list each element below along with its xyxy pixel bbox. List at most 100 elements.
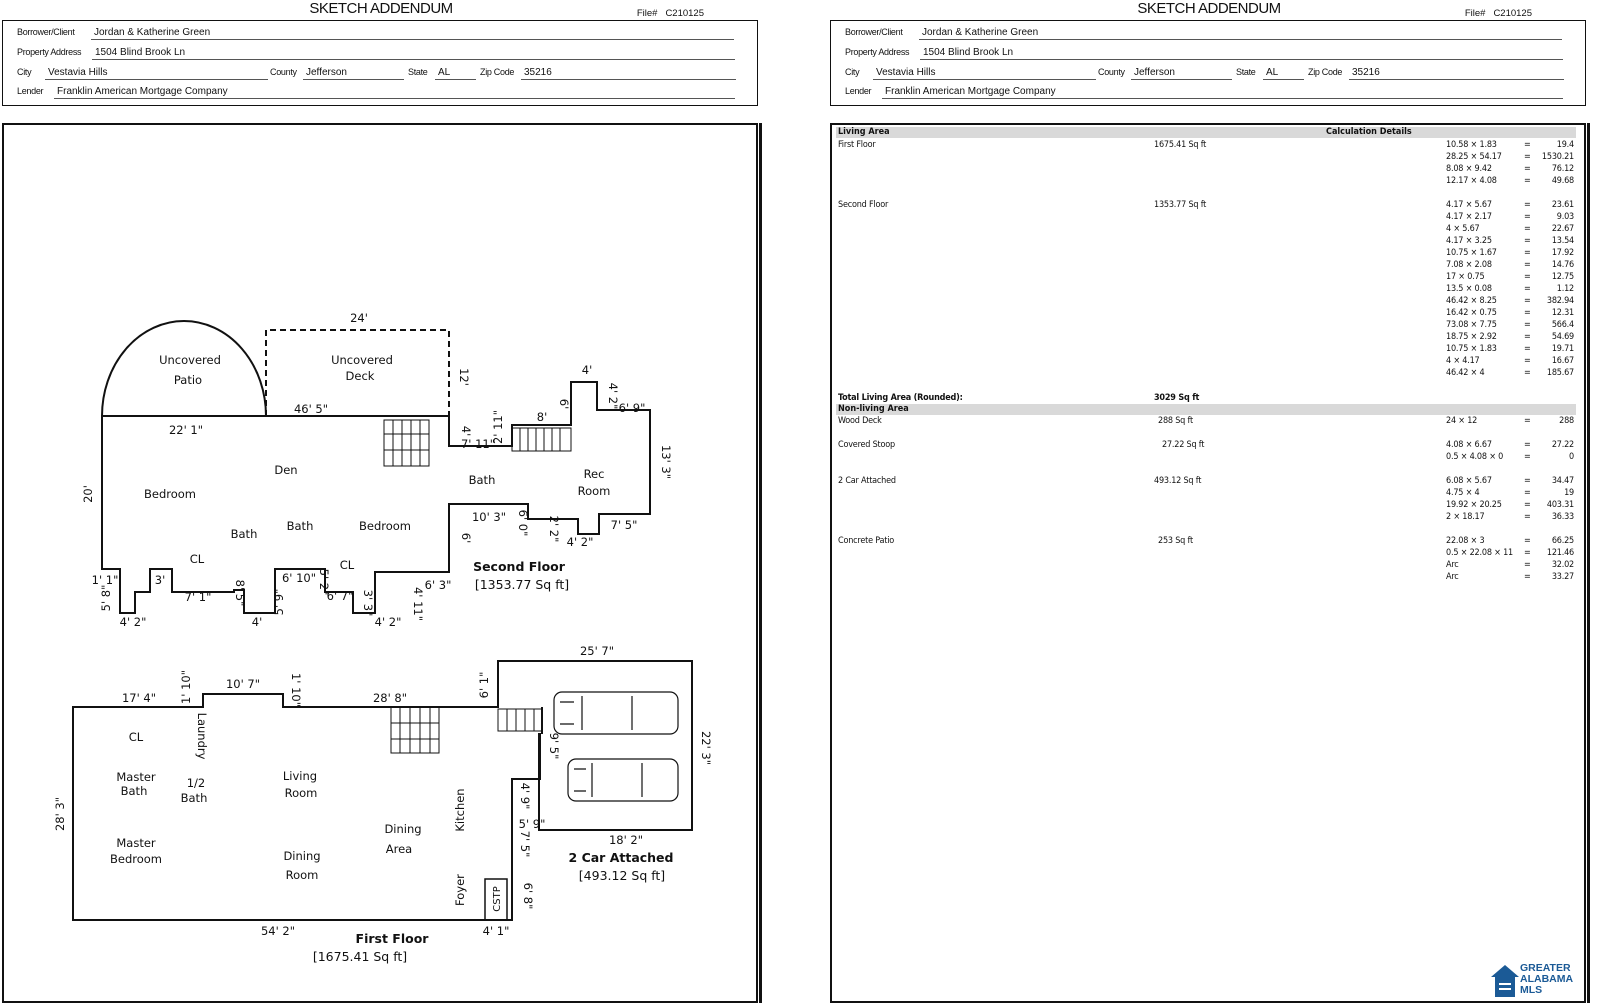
calculation-page: SKETCH ADDENDUM File#C210125 Borrower/Cl… [828, 0, 1590, 1003]
dimension-label: 6' 3" [425, 578, 452, 592]
calc-expression: 19.92 × 20.25 [1446, 500, 1502, 510]
area-value: 27.22 Sq ft [1162, 440, 1205, 450]
calc-expression: 73.08 × 7.75 [1446, 320, 1497, 330]
dimension-label: 13' 3" [659, 445, 673, 479]
room-label: Foyer [453, 874, 467, 906]
logo-text: ALABAMA [1520, 973, 1574, 985]
room-label: Master [116, 770, 156, 784]
calc-equals: = [1524, 308, 1531, 318]
calc-result: 12.31 [1551, 308, 1574, 318]
floor-name: Second Floor [473, 559, 566, 574]
room-label: Bath [181, 791, 208, 805]
room-label: Room [285, 786, 318, 800]
floor-name: First Floor [356, 931, 430, 946]
dimension-label: 4' 9" [518, 783, 532, 810]
calc-equals: = [1524, 260, 1531, 270]
dimension-label: 6' 10" [282, 571, 316, 585]
area-label: First Floor [838, 140, 876, 150]
calc-result: 76.12 [1551, 164, 1574, 174]
car-icon [553, 691, 679, 802]
dimension-label: 4' 2" [567, 535, 594, 549]
calc-result: 288 [1559, 416, 1574, 426]
calc-equals: = [1524, 512, 1531, 522]
calc-expression: 12.17 × 4.08 [1446, 176, 1497, 186]
calc-equals: = [1524, 152, 1531, 162]
calc-equals: = [1524, 248, 1531, 258]
dimension-label: 6' [459, 533, 473, 543]
calc-equals: = [1524, 476, 1531, 486]
calc-result: 19.4 [1556, 140, 1574, 150]
calc-result: 16.67 [1551, 356, 1574, 366]
room-label: CL [190, 552, 205, 566]
dimension-label: 20' [81, 485, 95, 503]
calc-expression: 4.75 × 4 [1446, 488, 1480, 498]
second-floor-stairs [383, 419, 572, 467]
calc-result: 1530.21 [1541, 152, 1574, 162]
first-floor-stairs [390, 706, 543, 754]
calc-expression: 4.08 × 6.67 [1446, 440, 1492, 450]
room-label: Room [578, 484, 611, 498]
calc-expression: 18.75 × 2.92 [1446, 332, 1497, 342]
room-label: Bath [469, 473, 496, 487]
dimension-label: 2' 11" [491, 410, 505, 444]
area-value: 288 Sq ft [1158, 416, 1193, 426]
calc-equals: = [1524, 320, 1531, 330]
page-title: SKETCH ADDENDUM [309, 0, 453, 17]
room-label: Rec [584, 467, 605, 481]
floor-name: 2 Car Attached [569, 850, 674, 865]
dimension-label: 5' 9" [519, 817, 546, 831]
dimension-label: 1' 10" [179, 670, 193, 704]
subject-header: Borrower/Client Jordan & Katherine Green… [830, 20, 1586, 106]
calc-expression: Arc [1446, 560, 1459, 570]
dimension-label: 8' [537, 410, 547, 424]
dimension-label: 1' 10" [289, 673, 303, 707]
dimension-label: 8' 5" [233, 580, 247, 607]
dimension-label: 6' 7" [327, 589, 354, 603]
calc-expression: 4 × 4.17 [1446, 356, 1480, 366]
calc-equals: = [1524, 368, 1531, 378]
lender-row: Lender Franklin American Mortgage Compan… [17, 86, 735, 99]
room-label: Bedroom [359, 519, 411, 533]
patio-label: Uncovered [159, 353, 221, 367]
room-label: CL [129, 730, 144, 744]
dimension-label: 7' 11" [461, 437, 495, 451]
room-label: Dining [384, 822, 421, 836]
calc-equals: = [1524, 200, 1531, 210]
dimension-label: 7' 5" [611, 518, 638, 532]
dimension-label: 22' 3" [699, 731, 713, 765]
calc-result: 14.76 [1551, 260, 1574, 270]
calc-equals: = [1524, 224, 1531, 234]
area-label: 2 Car Attached [838, 476, 896, 486]
area-label: Concrete Patio [838, 536, 895, 546]
dimension-label: 5' 2" [317, 569, 331, 596]
dimension-label: 7' 5" [518, 831, 532, 858]
logo-text: GREATER [1520, 962, 1571, 974]
dimension-label: 4' 2" [375, 615, 402, 629]
calc-expression: 13.5 × 0.08 [1446, 284, 1492, 294]
calc-result: 566.4 [1551, 320, 1574, 330]
calc-expression: 8.08 × 9.42 [1446, 164, 1492, 174]
calc-result: 33.27 [1551, 572, 1574, 582]
floor-area: [1353.77 Sq ft] [475, 577, 569, 592]
calc-result: 185.67 [1546, 368, 1574, 378]
calc-equals: = [1524, 272, 1531, 282]
calc-equals: = [1524, 344, 1531, 354]
calc-result: 403.31 [1546, 500, 1574, 510]
calc-expression: 46.42 × 8.25 [1446, 296, 1497, 306]
calc-result: 13.54 [1551, 236, 1574, 246]
borrower-row: Borrower/Client Jordan & Katherine Green [17, 27, 734, 40]
calc-result: 32.02 [1551, 560, 1574, 570]
dimension-label: 7' 1" [185, 590, 212, 604]
dimension-label: 4' 11" [411, 587, 425, 621]
calc-result: 23.61 [1551, 200, 1574, 210]
calc-result: 36.33 [1551, 512, 1574, 522]
file-number: File#C210125 [636, 8, 704, 19]
calc-result: 9.03 [1556, 212, 1574, 222]
calc-result: 54.69 [1551, 332, 1574, 342]
area-value: 493.12 Sq ft [1154, 476, 1202, 486]
calc-result: 19.71 [1551, 344, 1574, 354]
dimension-label: 18' 2" [609, 833, 643, 847]
nonliving-header: Non-living Area [836, 404, 1576, 415]
subject-header: Borrower/Client Jordan & Katherine Green… [2, 20, 758, 106]
cstp-box [484, 878, 508, 921]
